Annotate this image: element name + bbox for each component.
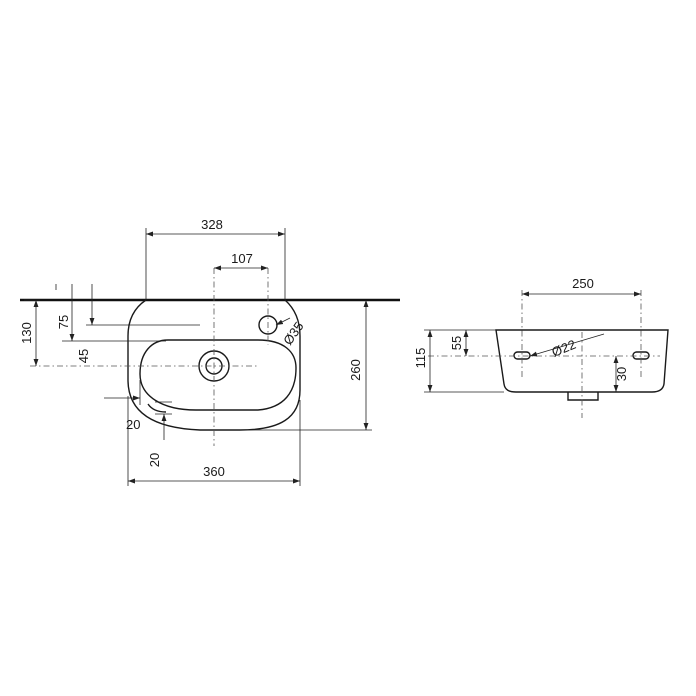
- dim-20-rim-label: 20: [147, 453, 162, 467]
- dim-leader-22: [529, 333, 605, 357]
- basin-outline: [127, 299, 301, 431]
- dim-45-label: 45: [76, 349, 91, 363]
- dim-55-label: 55: [449, 336, 464, 350]
- dim-75-label: 75: [56, 315, 71, 329]
- dim-30-label: 30: [614, 367, 629, 381]
- front-view: 328 107 130 75 45 Ø35 260 20 20 360: [19, 217, 400, 486]
- side-view: 250 115 55 Ø22 30: [413, 276, 669, 418]
- dim-250-label: 250: [572, 276, 594, 291]
- dim-leader-35: [275, 317, 291, 326]
- dim-328-label: 328: [201, 217, 223, 232]
- side-view-body: [495, 329, 669, 393]
- tap-hole: [258, 315, 278, 335]
- dim-130-label: 130: [19, 322, 34, 344]
- dim-107-label: 107: [231, 251, 253, 266]
- dim-35-label: Ø35: [280, 319, 306, 348]
- dim-260-label: 260: [348, 359, 363, 381]
- waste-outlet: [567, 392, 599, 401]
- dim-360-label: 360: [203, 464, 225, 479]
- rim-detail: [147, 403, 167, 413]
- bowl-outline: [139, 339, 297, 411]
- dim-20-wall-label: 20: [126, 417, 140, 432]
- dim-115-label: 115: [413, 348, 428, 369]
